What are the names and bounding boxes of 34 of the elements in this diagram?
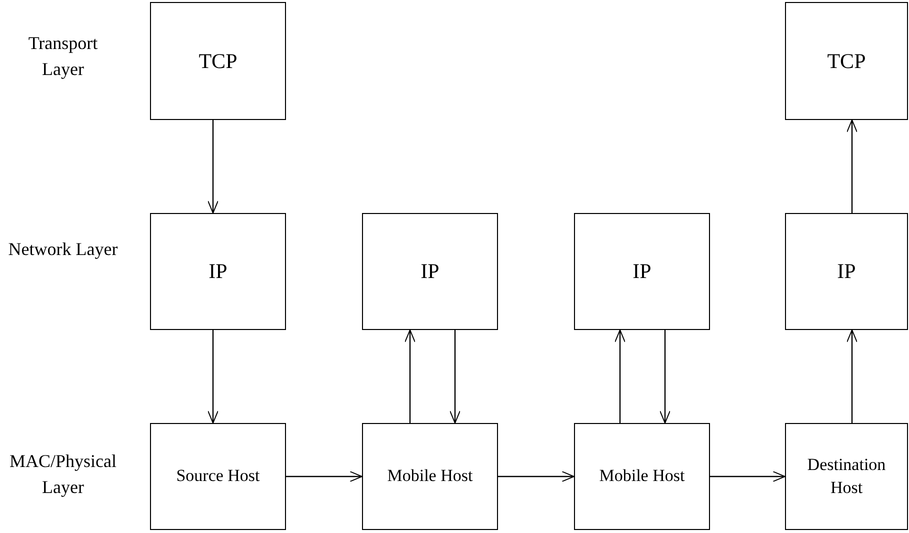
node-label: TCP [198, 48, 238, 75]
arrow [208, 120, 218, 214]
arrow [846, 330, 858, 423]
arrow [660, 330, 670, 424]
arrow [710, 471, 786, 482]
node-label: Source Host [176, 465, 260, 488]
node-label: IP [837, 258, 856, 286]
arrow [208, 330, 218, 424]
layer-label: Transport Layer [27, 32, 99, 82]
layer-box [150, 213, 286, 330]
layer-box [150, 2, 286, 120]
layer-box [785, 213, 908, 330]
layer-box [785, 2, 908, 120]
node-label: Mobile Host [387, 465, 473, 488]
node-label: TCP [827, 48, 866, 75]
arrow [846, 120, 858, 213]
arrow [614, 330, 626, 423]
arrow [286, 471, 362, 482]
layer-box [574, 423, 710, 530]
layer-box [785, 423, 908, 530]
node-label: IP [420, 258, 440, 286]
node-label: IP [632, 258, 652, 286]
layer-box [362, 213, 498, 330]
layer-box [362, 423, 498, 530]
arrow [450, 330, 460, 424]
node-label: Destination Host [806, 454, 887, 498]
arrow [498, 471, 574, 482]
arrow [404, 330, 416, 423]
layer-label: Network Layer [8, 238, 118, 261]
node-label: IP [208, 258, 228, 286]
layer-box [150, 423, 286, 530]
layer-label: MAC/Physical Layer [8, 450, 118, 500]
layer-box [574, 213, 710, 330]
node-label: Mobile Host [599, 465, 685, 488]
